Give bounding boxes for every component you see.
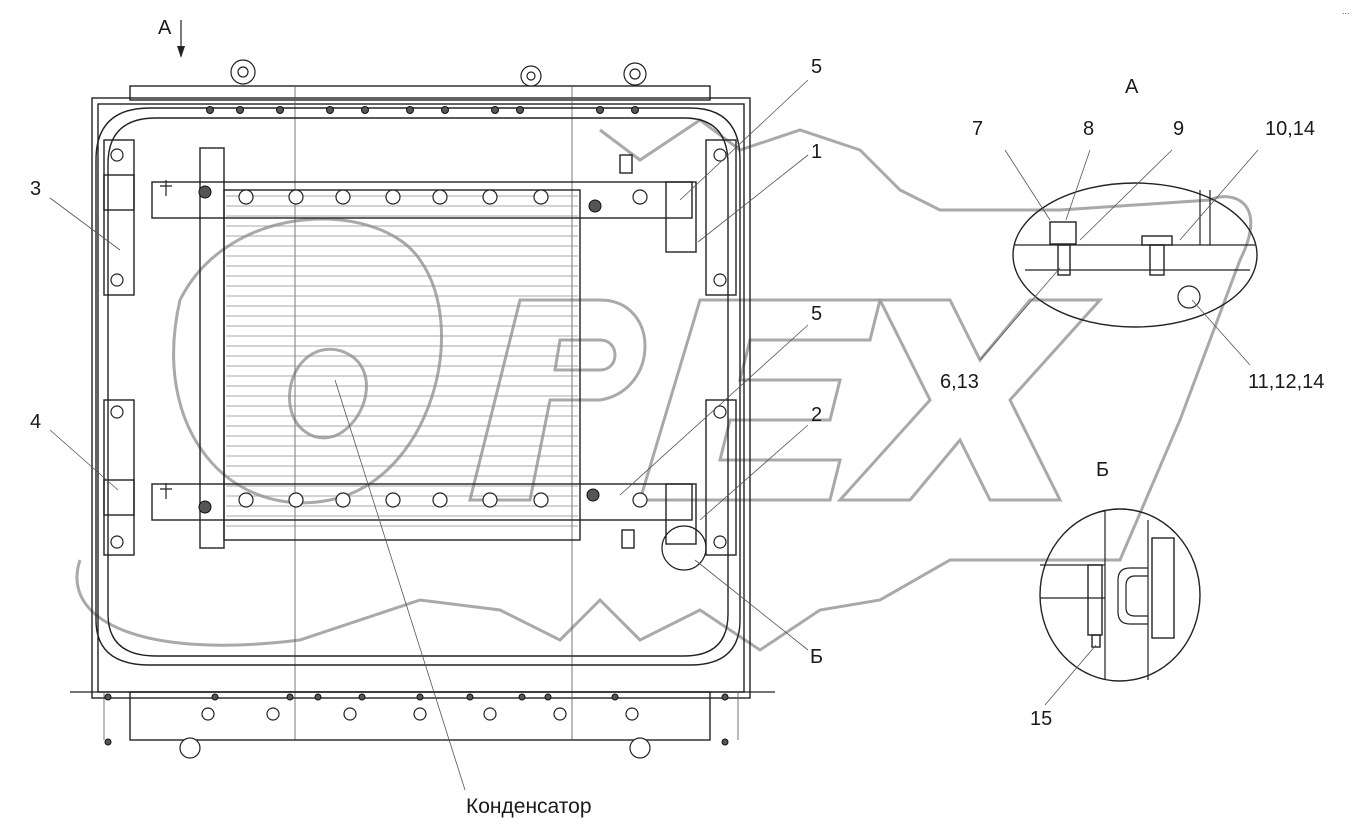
callout-1: 1 [811, 141, 822, 163]
callout-2: 2 [811, 404, 822, 426]
callout-b: Б [810, 646, 823, 668]
view-arrow-a [177, 20, 185, 58]
callout-15: 15 [1030, 708, 1052, 730]
callout-11-12-14: 11,12,14 [1248, 371, 1324, 393]
callout-7: 7 [972, 118, 983, 140]
left-brackets [103, 139, 135, 556]
lifting-eyes [179, 59, 651, 759]
lower-mounting-strip [151, 483, 697, 549]
condenser-label: Конденсатор [466, 795, 592, 818]
bottom-flange [104, 693, 729, 746]
right-brackets [705, 139, 737, 556]
arrow-a-label: А [158, 17, 172, 39]
callout-10-14: 10,14 [1265, 118, 1315, 140]
callout-5-mid: 5 [811, 303, 822, 325]
view-b-title: Б [1096, 459, 1109, 481]
detail-b [1039, 508, 1201, 706]
view-a-title: А [1125, 76, 1139, 98]
callout-5-top: 5 [811, 56, 822, 78]
upper-mounting-strip [151, 154, 697, 253]
detail-b-marker [661, 525, 707, 571]
main-frame [70, 85, 775, 741]
callout-4: 4 [30, 411, 41, 433]
leader-lines [49, 79, 809, 791]
corner-mark: ... [1342, 6, 1350, 16]
callout-9: 9 [1173, 118, 1184, 140]
callout-3: 3 [30, 178, 41, 200]
callout-6-13: 6,13 [940, 371, 979, 393]
top-bolt-row [206, 106, 639, 114]
detail-a [979, 149, 1259, 366]
labels: А А Б 1 2 3 4 5 5 7 8 9 10,14 6,13 11,12… [30, 6, 1350, 818]
callout-8: 8 [1083, 118, 1094, 140]
condenser-core [199, 147, 581, 549]
